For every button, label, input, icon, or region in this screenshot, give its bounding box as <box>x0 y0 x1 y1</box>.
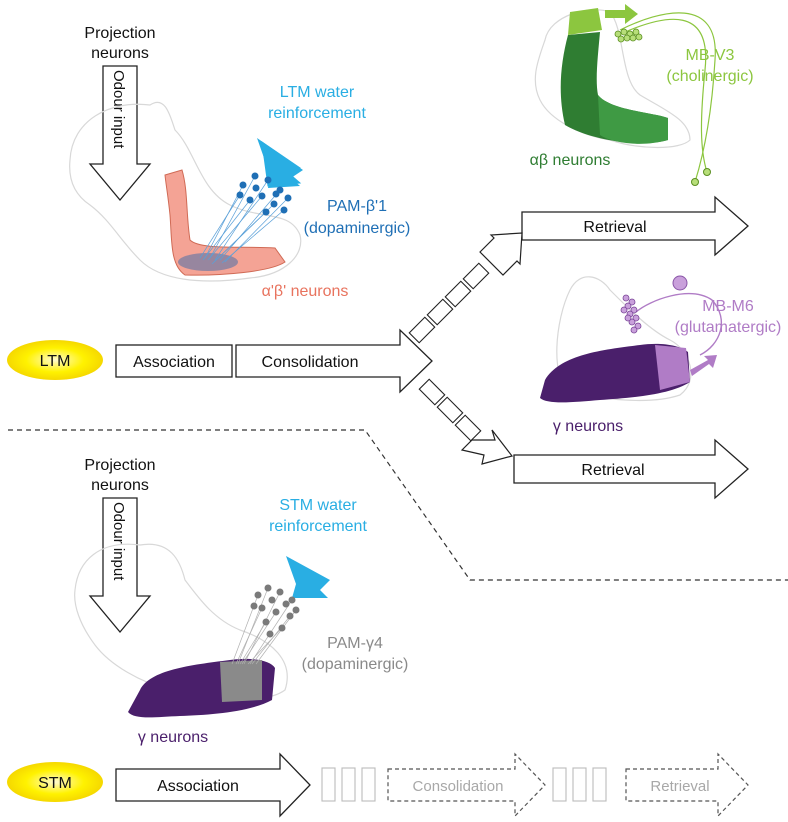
ab-neurons-lobe-shade <box>598 95 668 144</box>
retrieval-arrow-bottom <box>513 438 749 500</box>
ltm-reinforcement-arrowhead <box>257 138 303 188</box>
ltm-brain-outline <box>69 101 302 282</box>
stm-badge <box>7 762 103 802</box>
svg-text:PAM-β'1: PAM-β'1 <box>327 198 387 215</box>
mbv3-label: MB-V3 (cholinergic) <box>666 47 753 85</box>
ltm-badge <box>7 340 103 380</box>
ltm-projection-neurons-label: Projection neurons <box>84 25 155 62</box>
mbm6-label: MB-M6 (glutamatergic) <box>675 298 782 336</box>
stm-association-label: Association <box>157 778 239 795</box>
svg-text:Projection: Projection <box>84 457 155 474</box>
svg-text:Odour input: Odour input <box>110 70 127 149</box>
ltm-consolidation-arrow <box>235 328 433 394</box>
svg-text:Projection: Projection <box>84 25 155 42</box>
stm-consolidation-label: Consolidation <box>413 778 504 795</box>
ltm-consolidation-label: Consolidation <box>262 354 359 371</box>
svg-text:PAM-γ4: PAM-γ4 <box>327 635 383 652</box>
mbm6-fibre <box>635 293 723 356</box>
ab-prime-neurons-shape <box>164 169 286 276</box>
mbm6-zone <box>655 345 690 390</box>
mbv3-output-arrow <box>605 4 638 24</box>
stm-reinforcement-label: STM water reinforcement <box>269 497 367 535</box>
branch-down-segments <box>418 378 482 442</box>
pam-beta-neurons <box>199 175 289 265</box>
stm-fade-segments-1 <box>321 767 376 802</box>
stm-reinforcement-arrowhead <box>286 556 330 598</box>
branch-up-arrowhead <box>479 232 523 276</box>
mbm6-output-arrow <box>690 355 717 376</box>
svg-text:MB-M6: MB-M6 <box>702 298 754 315</box>
pam-gamma4-fibres <box>231 587 297 665</box>
svg-text:reinforcement: reinforcement <box>269 518 367 535</box>
ltm-reinforcement-label: LTM water reinforcement <box>268 84 366 122</box>
retrieval-bottom-label: Retrieval <box>581 462 644 479</box>
ab-prime-neurons-label: α'β' neurons <box>262 283 349 300</box>
pam-beta-cell-bodies <box>236 172 292 216</box>
stm-odour-input-arrow: Odour input <box>88 497 152 634</box>
stm-brain-outline <box>74 543 288 701</box>
svg-text:neurons: neurons <box>91 45 149 62</box>
pam-gamma4-label: PAM-γ4 (dopaminergic) <box>302 635 409 673</box>
mbm6-dendrite-cluster <box>620 294 642 334</box>
ltm-association-box <box>115 344 233 378</box>
mbv3-zone <box>568 8 602 35</box>
pam-gamma4-zone <box>220 660 262 702</box>
stm-badge-label: STM <box>38 775 72 792</box>
retrieval-arrow-top <box>521 195 749 257</box>
mbv3-terminal-1 <box>691 178 699 186</box>
ltm-association-label: Association <box>133 354 215 371</box>
svg-text:reinforcement: reinforcement <box>268 105 366 122</box>
svg-text:(dopaminergic): (dopaminergic) <box>304 220 411 237</box>
branch-down-arrowhead <box>460 429 514 465</box>
stm-association-arrow <box>115 752 311 818</box>
ab-neurons-label: αβ neurons <box>530 152 611 169</box>
branch-up-segments <box>408 262 490 344</box>
gamma-neurons-label-stm: γ neurons <box>138 729 208 746</box>
gamma-neurons-label-ltm: γ neurons <box>553 418 623 435</box>
ab-prime-dopamine-zone <box>178 253 238 271</box>
svg-text:Odour input: Odour input <box>110 502 127 581</box>
mbv3-neuron-fibres <box>619 12 716 183</box>
retrieval-top-label: Retrieval <box>583 219 646 236</box>
svg-text:neurons: neurons <box>91 477 149 494</box>
mbv3-cell-cluster <box>614 28 643 43</box>
svg-text:STM water: STM water <box>279 497 357 514</box>
svg-text:LTM water: LTM water <box>280 84 355 101</box>
mbv3-terminal-2 <box>703 168 711 176</box>
pam-beta-label: PAM-β'1 (dopaminergic) <box>304 198 411 237</box>
mbm6-cell-body <box>672 275 688 291</box>
svg-text:(dopaminergic): (dopaminergic) <box>302 656 409 673</box>
stm-retrieval-label: Retrieval <box>650 778 709 795</box>
stm-retrieval-arrow <box>625 752 749 818</box>
stm-consolidation-arrow <box>387 752 546 818</box>
stm-fade-segments-2 <box>552 767 607 802</box>
ltm-odour-input-arrow: Odour input <box>88 65 152 202</box>
ltm-badge-label: LTM <box>40 353 71 370</box>
pam-gamma4-cell-bodies <box>250 584 300 638</box>
gamma-neurons-shape-ltm <box>540 343 690 403</box>
stm-projection-neurons-label: Projection neurons <box>84 457 155 494</box>
svg-text:(cholinergic): (cholinergic) <box>666 68 753 85</box>
svg-text:(glutamatergic): (glutamatergic) <box>675 319 782 336</box>
svg-text:MB-V3: MB-V3 <box>686 47 735 64</box>
